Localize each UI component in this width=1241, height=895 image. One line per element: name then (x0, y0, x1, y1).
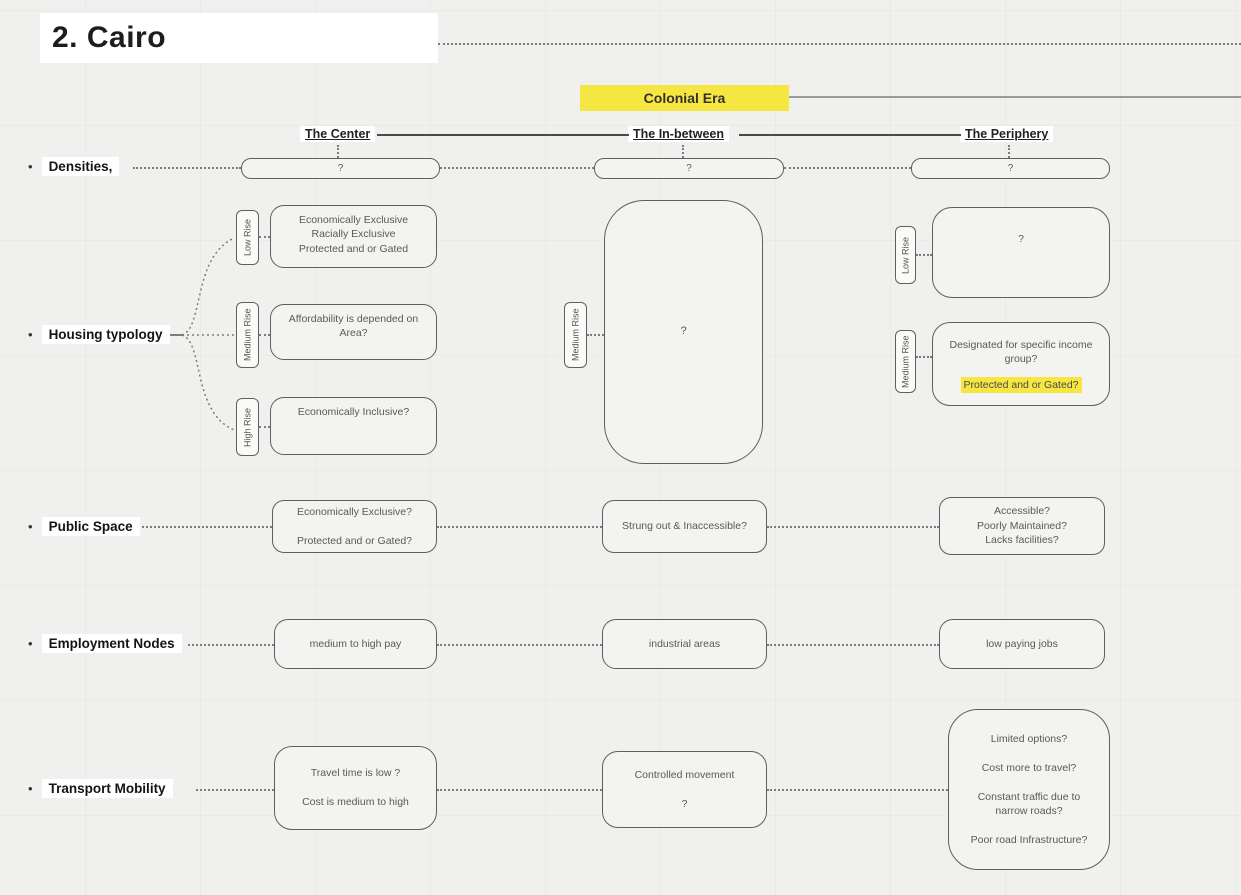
box-text: Designated for specific income group? (949, 338, 1093, 366)
tag-medium-rise-periphery[interactable]: Medium Rise (895, 330, 916, 393)
connector (437, 644, 602, 646)
employment-inbetween-box[interactable]: industrial areas (602, 619, 767, 669)
housing-branch-lines (170, 237, 235, 431)
connector (259, 426, 270, 428)
row-label-text: Employment Nodes (41, 634, 182, 653)
connector (767, 526, 939, 528)
transport-center-box[interactable]: Travel time is low ? Cost is medium to h… (274, 746, 437, 830)
row-label-employment[interactable]: • Employment Nodes (28, 634, 182, 653)
housing-center-medium-box[interactable]: Affordability is depended on Area? (270, 304, 437, 360)
connector (196, 789, 274, 791)
connector (767, 644, 939, 646)
bullet-icon: • (28, 636, 33, 651)
densities-periphery-box[interactable]: ? (911, 158, 1110, 179)
public-space-periphery-box[interactable]: Accessible? Poorly Maintained? Lacks fac… (939, 497, 1105, 555)
transport-inbetween-box[interactable]: Controlled movement ? (602, 751, 767, 828)
tag-low-rise-periphery[interactable]: Low Rise (895, 226, 916, 284)
employment-periphery-box[interactable]: low paying jobs (939, 619, 1105, 669)
connector (188, 644, 274, 646)
bullet-icon: • (28, 327, 33, 342)
connector (133, 167, 241, 169)
bullet-icon: • (28, 519, 33, 534)
connector (259, 236, 270, 238)
header-line-center-inbetween (377, 134, 629, 136)
housing-inbetween-box[interactable]: ? (604, 200, 763, 464)
era-label[interactable]: Colonial Era (580, 85, 789, 111)
era-connector-line (789, 96, 1241, 98)
bullet-icon: • (28, 781, 33, 796)
board-title[interactable]: 2. Cairo (40, 13, 438, 63)
connector (440, 167, 594, 169)
tag-medium-rise[interactable]: Medium Rise (236, 302, 259, 368)
connector (767, 789, 948, 791)
housing-center-high-box[interactable]: Economically Inclusive? (270, 397, 437, 455)
row-label-densities[interactable]: • Densities, (28, 157, 120, 176)
employment-center-box[interactable]: medium to high pay (274, 619, 437, 669)
title-connector-line (438, 43, 1241, 45)
highlighted-text: Protected and or Gated? (960, 376, 1082, 394)
connector (916, 356, 932, 358)
public-space-inbetween-box[interactable]: Strung out & Inaccessible? (602, 500, 767, 553)
row-label-text: Public Space (41, 517, 140, 536)
housing-periphery-low-box[interactable]: ? (932, 207, 1110, 298)
connector (142, 526, 272, 528)
housing-periphery-medium-box[interactable]: Designated for specific income group? Pr… (932, 322, 1110, 406)
transport-periphery-box[interactable]: Limited options? Cost more to travel? Co… (948, 709, 1110, 870)
connector (437, 789, 602, 791)
densities-inbetween-box[interactable]: ? (594, 158, 784, 179)
public-space-center-box[interactable]: Economically Exclusive? Protected and or… (272, 500, 437, 553)
connector (784, 167, 911, 169)
column-header-periphery[interactable]: The Periphery (960, 126, 1054, 142)
tag-medium-rise-inbetween[interactable]: Medium Rise (564, 302, 587, 368)
column-header-center[interactable]: The Center (300, 126, 376, 142)
row-label-text: Housing typology (41, 325, 170, 344)
bullet-icon: • (28, 159, 33, 174)
tag-low-rise[interactable]: Low Rise (236, 210, 259, 265)
header-drop-inbetween (682, 145, 684, 158)
row-label-housing[interactable]: • Housing typology (28, 325, 170, 344)
column-header-inbetween[interactable]: The In-between (628, 126, 729, 142)
connector (587, 334, 604, 336)
housing-center-low-box[interactable]: Economically Exclusive Racially Exclusiv… (270, 205, 437, 268)
header-line-inbetween-periphery (739, 134, 961, 136)
header-drop-center (337, 145, 339, 158)
header-drop-periphery (1008, 145, 1010, 158)
connector (437, 526, 602, 528)
row-label-text: Densities, (41, 157, 120, 176)
connector (259, 334, 270, 336)
row-label-public-space[interactable]: • Public Space (28, 517, 140, 536)
densities-center-box[interactable]: ? (241, 158, 440, 179)
row-label-transport[interactable]: • Transport Mobility (28, 779, 173, 798)
tag-high-rise[interactable]: High Rise (236, 398, 259, 456)
row-label-text: Transport Mobility (41, 779, 173, 798)
connector (916, 254, 932, 256)
